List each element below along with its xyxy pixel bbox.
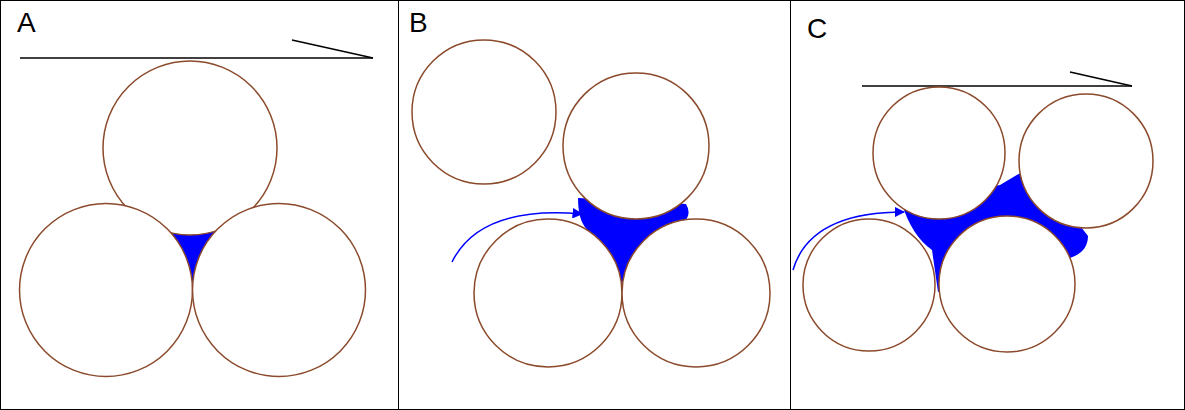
panel-b-art [412, 40, 770, 367]
grain [1019, 94, 1153, 228]
grain [939, 216, 1075, 352]
panel-c-art [793, 72, 1153, 352]
grain [563, 73, 709, 219]
panel-letter: A [17, 9, 36, 37]
panel-letter: C [807, 15, 827, 43]
grain [193, 204, 366, 377]
flow-arrow [793, 212, 904, 270]
grain [873, 87, 1005, 219]
grain [412, 40, 556, 184]
grain [622, 219, 770, 367]
grain [474, 219, 622, 367]
shear-plate [862, 85, 1132, 87]
panel-letter: B [409, 9, 428, 37]
panel-a-art [20, 40, 374, 377]
figure-panel: C [790, 0, 1185, 410]
figure-panel: A [0, 0, 399, 410]
grain [803, 219, 935, 351]
flow-arrow [452, 213, 582, 262]
shear-wedge [1070, 72, 1132, 86]
shear-plate [20, 57, 373, 59]
shear-wedge [292, 40, 373, 58]
figure-panel: B [398, 0, 791, 410]
grain [20, 204, 193, 377]
